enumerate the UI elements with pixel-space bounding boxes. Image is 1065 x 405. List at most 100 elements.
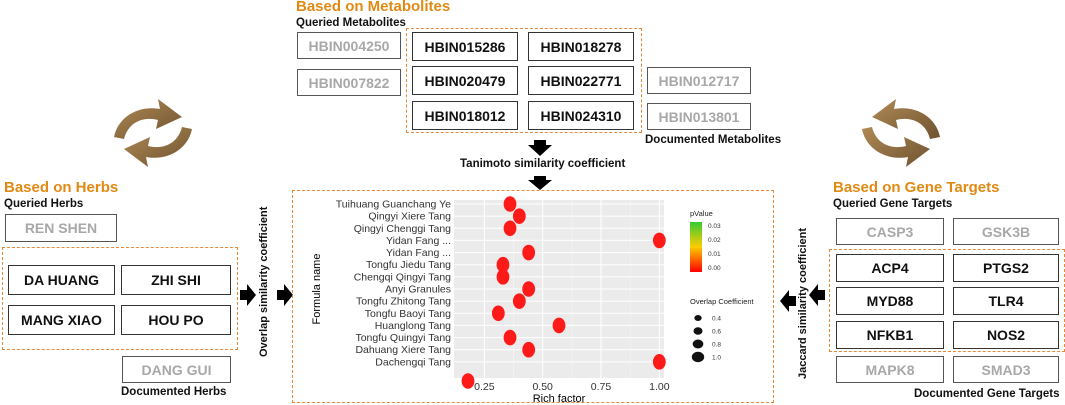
queried-gene-box: MYD88 <box>836 287 944 315</box>
queried-gene-box: PTGS2 <box>953 254 1059 282</box>
queried-gene-box: NFKB1 <box>836 321 944 349</box>
documented-genes-label: Documented Gene Targets <box>914 388 1060 400</box>
queried-gene-box: NOS2 <box>953 321 1059 349</box>
queried-gene-box: ACP4 <box>836 254 944 282</box>
jaccard-label: Jaccard similarity coefficient <box>797 227 809 379</box>
down-arrow-icon <box>528 140 552 156</box>
left-arrow-icon <box>780 290 796 312</box>
queried-herbs-label: Queried Herbs <box>4 198 84 210</box>
queried-metabolite-box: HBIN018278 <box>528 32 634 61</box>
y-tick-label: Dachengqi Tang <box>375 356 451 368</box>
y-tick-label: Chengqi Qingyi Tang <box>354 271 451 283</box>
right-arrow-icon <box>240 284 256 306</box>
queried-metabolite-box: HBIN024310 <box>528 101 634 130</box>
cycle-arrows-icon <box>114 99 192 167</box>
pvalue-legend-tick: 0.02 <box>708 237 721 244</box>
y-tick-label: Qingyi Xiere Tang <box>368 211 451 223</box>
x-tick-label: 0.50 <box>532 381 553 393</box>
chart-frame <box>292 190 774 403</box>
overlap-legend-label: 0.6 <box>712 329 721 336</box>
y-tick-label: Tongfu Jiedu Tang <box>366 259 451 271</box>
y-tick-label: Tongfu Baoyi Tang <box>365 308 451 320</box>
documented-gene-box: SMAD3 <box>953 356 1059 383</box>
documented-herb-box: REN SHEN <box>5 214 117 242</box>
data-point <box>522 281 536 297</box>
queried-metabolites-label: Queried Metabolites <box>296 17 406 29</box>
queried-herb-box: ZHI SHI <box>121 265 231 295</box>
y-tick-label: Tuihuang Guanchang Ye <box>336 199 451 211</box>
y-tick-label: Qingyi Chenggi Tang <box>354 223 451 235</box>
queried-gene-box: TLR4 <box>953 287 1059 315</box>
metabolites-section-title: Based on Metabolites <box>296 0 451 15</box>
pvalue-legend-tick: 0.00 <box>708 265 721 272</box>
queried-herbs-group <box>2 247 238 350</box>
overlap-legend-label: 1.0 <box>712 355 721 362</box>
queried-genes-label: Queried Gene Targets <box>833 198 953 210</box>
tanimoto-label: Tanimoto similarity coefficient <box>460 158 626 170</box>
data-point <box>503 329 517 346</box>
documented-metabolite-box: HBIN012717 <box>647 67 751 94</box>
overlap-legend-dot <box>693 327 703 335</box>
documented-metabolites-label: Documented Metabolites <box>645 134 782 146</box>
y-axis-title: Formula name <box>311 254 323 325</box>
queried-metabolite-box: HBIN020479 <box>412 66 518 95</box>
overlap-legend-dot <box>694 314 702 322</box>
queried-metabolite-box: HBIN015286 <box>412 32 518 61</box>
y-tick-label: Dahuang Xiere Tang <box>355 344 451 356</box>
documented-gene-box: CASP3 <box>836 218 944 245</box>
overlap-legend-label: 0.4 <box>712 316 721 323</box>
pvalue-legend-tick: 0.03 <box>708 223 721 230</box>
documented-gene-box: GSK3B <box>953 218 1059 245</box>
overlap-legend-dot <box>691 351 705 363</box>
documented-herbs-label: Documented Herbs <box>121 386 227 398</box>
x-tick-label: 0.25 <box>474 381 495 393</box>
queried-herb-box: MANG XIAO <box>8 305 115 335</box>
documented-metabolite-box: HBIN004250 <box>297 32 401 59</box>
data-point <box>496 256 510 273</box>
data-point <box>652 232 666 249</box>
overlap-legend-dot <box>692 339 704 349</box>
documented-herb-box: DANG GUI <box>122 356 231 383</box>
data-point <box>491 305 505 322</box>
overlap-legend-label: 0.8 <box>712 342 721 349</box>
data-point <box>503 220 517 237</box>
genes-section-title: Based on Gene Targets <box>833 179 1000 196</box>
y-tick-label: Tongfu Zhitong Tang <box>356 296 451 308</box>
left-arrow-icon <box>809 284 825 306</box>
y-tick-label: Yidan Fang ... <box>386 247 451 259</box>
data-point <box>522 341 536 358</box>
herbs-section-title: Based on Herbs <box>4 179 119 196</box>
data-point <box>512 208 526 224</box>
pvalue-colorbar <box>690 222 702 272</box>
data-point <box>496 269 510 285</box>
data-point <box>652 354 666 370</box>
data-point <box>461 373 475 389</box>
documented-metabolite-box: HBIN013801 <box>647 103 751 130</box>
queried-herb-box: HOU PO <box>121 305 231 335</box>
queried-metabolites-group <box>406 28 642 133</box>
y-tick-label: Huanglong Tang <box>375 320 451 332</box>
documented-gene-box: MAPK8 <box>836 356 944 383</box>
overlap-legend-title: Overlap Coefficient <box>690 297 755 306</box>
queried-metabolite-box: HBIN022771 <box>528 66 634 95</box>
x-axis-title: Rich factor <box>533 393 586 402</box>
data-point <box>503 196 517 212</box>
x-tick-label: 1.00 <box>649 381 670 393</box>
documented-metabolite-box: HBIN007822 <box>297 69 401 96</box>
y-tick-label: Tongfu Quingyi Tang <box>355 332 451 344</box>
overlap-label: Overlap similarity coefficient <box>258 206 270 357</box>
right-arrow-icon <box>277 284 293 306</box>
y-tick-label: Yidan Fang ... <box>386 235 451 247</box>
y-tick-label: Anyi Granules <box>385 284 451 296</box>
cycle-arrows-icon <box>862 99 940 167</box>
x-tick-label: 0.75 <box>591 381 612 393</box>
data-point <box>552 317 566 334</box>
pvalue-legend-tick: 0.01 <box>708 251 721 258</box>
down-arrow-icon <box>528 176 552 190</box>
queried-herb-box: DA HUANG <box>8 265 115 295</box>
data-point <box>512 293 526 309</box>
queried-metabolite-box: HBIN018012 <box>412 101 518 130</box>
data-point <box>522 244 536 261</box>
pvalue-legend-title: pValue <box>690 209 713 218</box>
